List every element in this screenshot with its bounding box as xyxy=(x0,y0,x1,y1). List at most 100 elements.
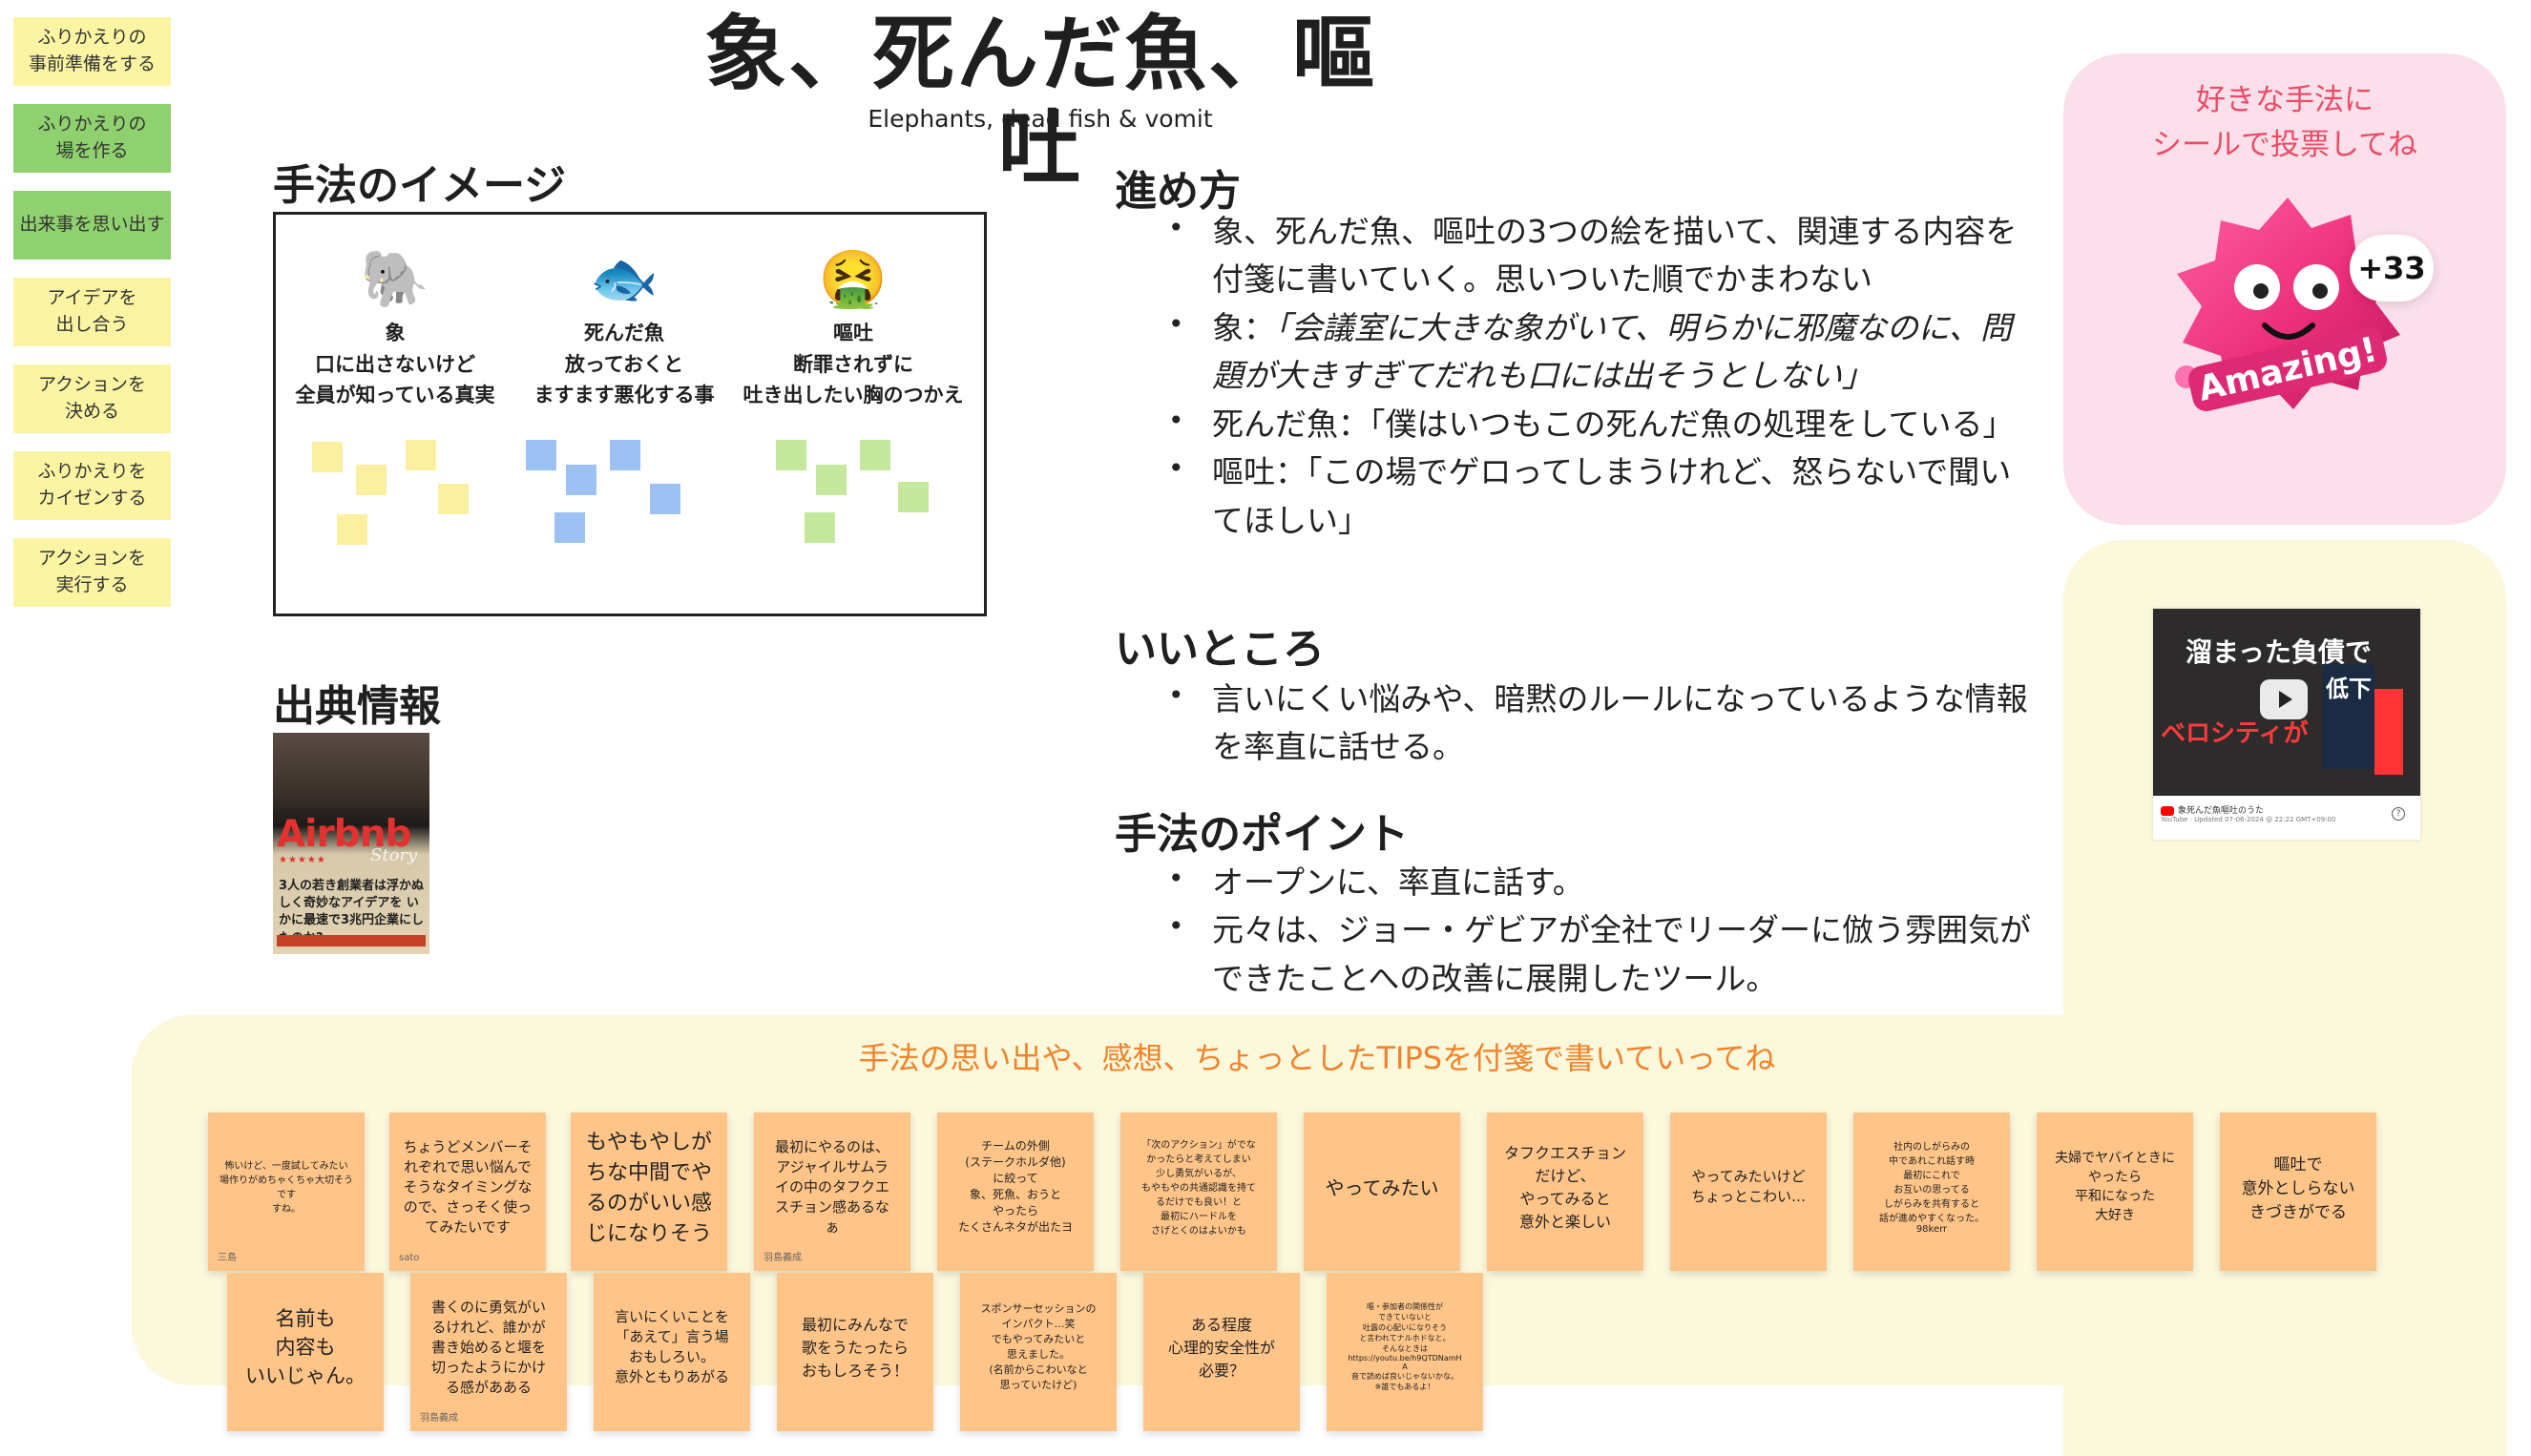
help-icon[interactable]: ? xyxy=(2392,807,2405,821)
tip-note-text: 社内のしがらみの 中であれこれ話す時 最初にこれで お互いの思ってる しがらみを… xyxy=(1879,1141,1984,1235)
nav-prepare[interactable]: ふりかえりの 事前準備をする xyxy=(13,17,171,86)
mini-sticky-green[interactable] xyxy=(805,512,835,543)
method-image-box: 🐘 象 口に出さないけど 全員が知っている真実 🐟 死んだ魚 放っておくと ます… xyxy=(273,212,987,616)
tip-note[interactable]: 「次のアクション」がでな かったらと考えてしまい 少し勇気がいるが、 もやもやの… xyxy=(1120,1113,1277,1271)
play-button-icon[interactable] xyxy=(2260,679,2308,719)
mini-sticky-yellow[interactable] xyxy=(312,442,343,472)
tip-note-text: 書くのに勇気がい るけれど、誰かが 書き始めると堰を 切ったようにかけ る感があ… xyxy=(430,1298,546,1396)
tip-note-author: 羽島義成 xyxy=(420,1413,458,1424)
youtube-icon xyxy=(2161,805,2174,816)
howto-item-2-quote: 「会議室に大きな象がいて、明らかに邪魔なのに、問題が大きすぎてだれも口には出そう… xyxy=(1212,308,2012,395)
source-section-heading: 出典情報 xyxy=(273,682,441,731)
good-points-heading: いいところ xyxy=(1115,625,1325,674)
video-title[interactable]: 象死んだ魚嘔吐のうた xyxy=(2178,806,2265,816)
video-thumbnail[interactable]: 溜まった負債で ベロシティが 低下 xyxy=(2153,609,2420,796)
method-name-fish: 死んだ魚 xyxy=(584,322,664,344)
tip-note[interactable]: 最初にやるのは、 アジャイルサムラ イの中のタフクエ スチョン感あるな ぁ 羽島… xyxy=(754,1113,910,1271)
mini-sticky-yellow[interactable] xyxy=(337,514,367,545)
book-cover[interactable]: Airbnb Story ★★★★★ 3人の若き創業者は浮かぬしく奇妙なアイデア… xyxy=(273,733,429,954)
tip-note[interactable]: チームの外側 (ステークホルダ他) に絞って 象、死魚、おうと やったら たくさ… xyxy=(937,1113,1094,1271)
nav-improve-retro[interactable]: ふりかえりを カイゼンする xyxy=(13,451,171,520)
nav-set-stage[interactable]: ふりかえりの 場を作る xyxy=(13,104,171,173)
howto-item-3: 死んだ魚：「僕はいつもこの死んだ魚の処理をしている」 xyxy=(1115,401,2036,448)
mini-sticky-yellow[interactable] xyxy=(356,465,387,495)
method-desc-fish: 放っておくと ますます悪化する事 xyxy=(533,352,715,407)
mini-sticky-blue[interactable] xyxy=(526,440,556,470)
tip-note[interactable]: 怖いけど、一度試してみたい 場作りがめちゃくちゃ大切そうです すね。 三島 xyxy=(208,1113,365,1271)
mini-sticky-green[interactable] xyxy=(776,440,806,470)
mini-sticky-blue[interactable] xyxy=(610,440,640,470)
tip-note[interactable]: スポンサーセッションの インパクト…笑 でもやってみたいと 思えました。 (名前… xyxy=(960,1273,1117,1431)
page-subtitle: Elephants, dead fish & vomit xyxy=(868,105,1213,133)
tip-note[interactable]: 嘔吐で 意外としらない きづきがでる xyxy=(2220,1113,2376,1271)
mini-sticky-blue[interactable] xyxy=(554,512,585,543)
tip-note-text: 言いにくいことを 「あえて」言う場 おもしろい。 意外ともりあがる xyxy=(614,1308,729,1385)
tip-note-text: タフクエスチョン だけど、 やってみると 意外と楽しい xyxy=(1503,1144,1626,1231)
book-logo: Airbnb xyxy=(277,813,411,856)
tip-note-text: 名前も 内容も いいじゃん。 xyxy=(245,1307,366,1387)
tip-note[interactable]: 嘔・参加者の関係性が できていないと 吐露の心配いになりそう と言われてナルホド… xyxy=(1327,1273,1483,1431)
page-title: 象、死んだ魚、嘔吐 xyxy=(704,7,1376,197)
tips-heading: 手法の思い出や、感想、ちょっとしたTIPSを付箋で書いていってね xyxy=(858,1040,1776,1076)
tip-note-text: 夫婦でヤバイときに やったら 平和になった 大好き xyxy=(2055,1151,2175,1223)
fish-icon: 🐟 xyxy=(589,246,659,311)
tip-note[interactable]: 夫婦でヤバイときに やったら 平和になった 大好き xyxy=(2037,1113,2193,1271)
elephant-icon: 🐘 xyxy=(360,246,430,311)
mini-sticky-yellow[interactable] xyxy=(406,440,436,470)
mini-sticky-blue[interactable] xyxy=(566,465,596,495)
down-arrow-icon xyxy=(2374,689,2403,775)
tip-note[interactable]: 社内のしがらみの 中であれこれ話す時 最初にこれで お互いの思ってる しがらみを… xyxy=(1853,1113,2010,1271)
video-thumb-side-panel: 低下 xyxy=(2323,664,2374,769)
video-card[interactable]: 溜まった負債で ベロシティが 低下 象死んだ魚嘔吐のうた YouTube · U… xyxy=(2153,609,2420,840)
mini-sticky-green[interactable] xyxy=(816,465,847,495)
book-story-label: Story xyxy=(370,845,418,865)
image-section-heading: 手法のイメージ xyxy=(273,161,567,210)
method-column-vomit: 🤮 嘔吐 断罪されずに 吐き出したい胸のつかえ xyxy=(734,251,973,411)
video-thumb-side-text: 低下 xyxy=(2326,676,2372,702)
method-desc-vomit: 断罪されずに 吐き出したい胸のつかえ xyxy=(743,352,964,407)
howto-item-2-prefix: 象： xyxy=(1212,308,1275,346)
book-stars: ★★★★★ xyxy=(279,855,326,865)
nav-execute-actions[interactable]: アクションを 実行する xyxy=(13,538,171,607)
tip-note[interactable]: 名前も 内容も いいじゃん。 xyxy=(227,1273,384,1431)
tip-note[interactable]: タフクエスチョン だけど、 やってみると 意外と楽しい xyxy=(1487,1113,1643,1271)
tip-note[interactable]: ちょうどメンバーそ れぞれで思い悩んで そうなタイミングな ので、さっそく使っ … xyxy=(389,1113,546,1271)
tip-note-text: 最初にみんなで 歌をうたったら おもしろそう！ xyxy=(801,1316,909,1380)
mini-sticky-green[interactable] xyxy=(898,482,929,512)
method-point-item-1: オープンに、率直に話す。 xyxy=(1115,859,2036,906)
nav-generate-insights[interactable]: アイデアを 出し合う xyxy=(13,278,171,346)
howto-item-4: 嘔吐：「この場でゲロってしまうけれど、怒らないで聞いてほしい」 xyxy=(1115,448,2036,545)
good-points-list: 言いにくい悩みや、暗黙のルールになっているような情報を率直に話せる。 xyxy=(1115,676,2036,772)
video-thumb-title: 溜まった負債で xyxy=(2186,636,2372,668)
mini-sticky-green[interactable] xyxy=(860,440,890,470)
mini-sticky-yellow[interactable] xyxy=(438,484,469,514)
tip-note-text: チームの外側 (ステークホルダ他) に絞って 象、死魚、おうと やったら たくさ… xyxy=(957,1139,1073,1234)
tip-note[interactable]: やってみたいけど ちょっとこわい… xyxy=(1670,1113,1827,1271)
tip-note-author: 三島 xyxy=(218,1253,237,1263)
book-footer-band xyxy=(277,935,426,946)
howto-item-2: 象：「会議室に大きな象がいて、明らかに邪魔なのに、問題が大きすぎてだれも口には出… xyxy=(1115,304,2036,401)
tip-note-text: やってみたい xyxy=(1325,1175,1439,1199)
nav-decide-actions[interactable]: アクションを 決める xyxy=(13,364,171,433)
amazing-sticker-icon[interactable]: Amazing! xyxy=(2154,182,2421,430)
nav-gather-data[interactable]: 出来事を思い出す xyxy=(13,191,171,260)
howto-list: 象、死んだ魚、嘔吐の3つの絵を描いて、関連する内容を付箋に書いていく。思いついた… xyxy=(1115,208,2036,545)
vote-count-badge[interactable]: +33 xyxy=(2350,235,2434,302)
tip-note[interactable]: もやもやしが ちな中間でや るのがいい感 じになりそう xyxy=(571,1113,727,1271)
vote-instruction: 好きな手法に シールで投票してね xyxy=(2151,83,2418,162)
tip-note[interactable]: ある程度 心理的安全性が 必要？ xyxy=(1143,1273,1300,1431)
tip-note[interactable]: やってみたい xyxy=(1304,1113,1460,1271)
method-name-elephant: 象 xyxy=(385,322,406,344)
vote-panel: 好きな手法に シールで投票してね Amazing! +33 xyxy=(2063,53,2506,525)
tip-note[interactable]: 書くのに勇気がい るけれど、誰かが 書き始めると堰を 切ったようにかけ る感があ… xyxy=(410,1273,567,1431)
left-nav: ふりかえりの 事前準備をする ふりかえりの 場を作る 出来事を思い出す アイデア… xyxy=(13,17,171,625)
good-point-item-1: 言いにくい悩みや、暗黙のルールになっているような情報を率直に話せる。 xyxy=(1115,676,2036,772)
mini-sticky-blue[interactable] xyxy=(650,484,680,514)
video-updated: YouTube · Updated 07-06-2024 @ 22:22 GMT… xyxy=(2161,816,2336,823)
tip-note[interactable]: 最初にみんなで 歌をうたったら おもしろそう！ xyxy=(777,1273,933,1431)
tip-note[interactable]: 言いにくいことを 「あえて」言う場 おもしろい。 意外ともりあがる xyxy=(594,1273,750,1431)
method-column-fish: 🐟 死んだ魚 放っておくと ますます悪化する事 xyxy=(505,251,743,411)
tip-note-text: 最初にやるのは、 アジャイルサムラ イの中のタフクエ スチョン感あるな ぁ xyxy=(774,1137,889,1236)
tip-note-text: やってみたいけど ちょっとこわい… xyxy=(1690,1168,1806,1205)
tip-note-text: 「次のアクション」がでな かったらと考えてしまい 少し勇気がいるが、 もやもやの… xyxy=(1141,1139,1256,1237)
